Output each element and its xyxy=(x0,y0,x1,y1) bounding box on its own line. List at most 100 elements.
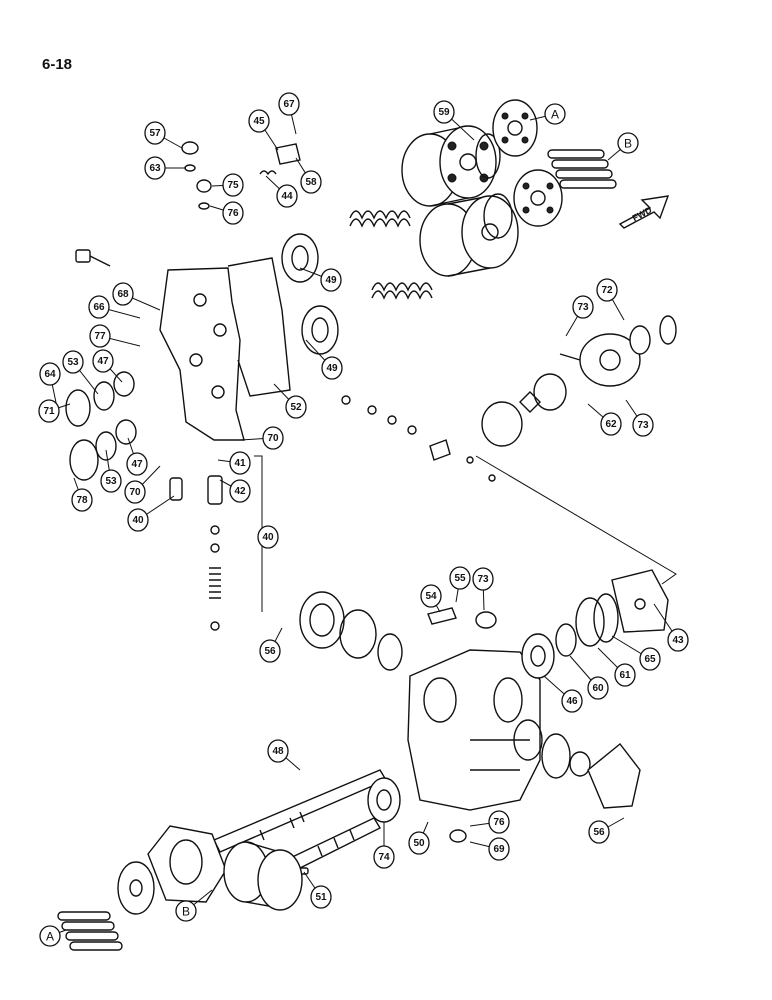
charge-pump-seal xyxy=(629,315,677,355)
charge-pump-housing xyxy=(559,333,641,387)
callout-40: 40 xyxy=(257,525,279,549)
callout-55: 55 xyxy=(449,566,471,603)
callout-70: 70 xyxy=(239,426,284,450)
lower-port-plate xyxy=(513,169,563,227)
callout-circle xyxy=(71,488,93,512)
callout-56: 56 xyxy=(588,817,625,844)
callout-circle xyxy=(373,845,395,869)
callout-58: 58 xyxy=(295,157,322,194)
gasket xyxy=(227,257,291,397)
callout-circle xyxy=(124,480,146,504)
callout-number: 76 xyxy=(227,208,239,219)
callout-number: 63 xyxy=(149,163,161,174)
callout-number: 78 xyxy=(76,495,88,506)
callout-47: 47 xyxy=(126,437,148,476)
thrust-washer xyxy=(117,861,155,915)
callout-number: 56 xyxy=(593,827,605,838)
check-valve xyxy=(169,477,183,501)
upper-shaft xyxy=(213,769,388,853)
center-plate xyxy=(159,267,245,441)
callout-circle xyxy=(112,282,134,306)
charge-pump-gerotor xyxy=(519,373,567,413)
lower-cylinder-block-b xyxy=(223,841,303,911)
callout-circle xyxy=(285,395,307,419)
callout-49: 49 xyxy=(299,267,342,292)
callout-number: 70 xyxy=(129,487,141,498)
reference-circle xyxy=(39,925,61,947)
callout-54: 54 xyxy=(420,584,442,613)
callout-number: 53 xyxy=(105,476,117,487)
callout-circle xyxy=(632,413,654,437)
callout-circle xyxy=(472,567,494,591)
callout-number: 76 xyxy=(493,817,505,828)
callout-57: 57 xyxy=(144,121,183,149)
callout-circle xyxy=(222,201,244,225)
callout-circle xyxy=(89,324,111,348)
charge-pump-oring xyxy=(481,401,523,447)
callout-45: 45 xyxy=(248,109,279,151)
callout-circle xyxy=(88,295,110,319)
upper-piston-set-b xyxy=(547,149,617,189)
callout-number: 73 xyxy=(477,574,489,585)
callout-73: 73 xyxy=(472,567,494,611)
callout-circle xyxy=(229,451,251,475)
callout-63: 63 xyxy=(144,156,186,180)
callout-number: 75 xyxy=(227,180,239,191)
callout-44: 44 xyxy=(265,175,298,208)
callout-circle xyxy=(561,689,583,713)
reference-A: A xyxy=(529,103,566,125)
reference-circle xyxy=(544,103,566,125)
callout-circle xyxy=(127,508,149,532)
page-number: 6-18 xyxy=(42,56,73,73)
housing-left-oring xyxy=(339,609,377,659)
shaft-bearing xyxy=(367,777,401,823)
callout-circle xyxy=(39,362,61,386)
callout-circle xyxy=(488,810,510,834)
callout-circle xyxy=(259,639,281,663)
callout-73: 73 xyxy=(565,295,594,337)
forward-direction-arrow: FWD xyxy=(618,195,670,229)
reference-letter: B xyxy=(624,137,632,151)
lower-snap-ring xyxy=(483,193,513,239)
callout-number: 48 xyxy=(272,746,284,757)
callout-47: 47 xyxy=(92,349,123,383)
main-housing xyxy=(407,649,541,811)
callout-53: 53 xyxy=(62,350,99,395)
reference-B: B xyxy=(175,889,213,922)
callout-number: 58 xyxy=(305,177,317,188)
callout-circle xyxy=(614,663,636,687)
callout-number: 64 xyxy=(44,369,56,380)
callout-number: 72 xyxy=(601,285,613,296)
upper-spring-assembly xyxy=(349,210,411,228)
lower-bearing xyxy=(301,305,339,355)
housing-right-cover xyxy=(611,569,669,633)
callout-circle xyxy=(449,566,471,590)
callout-circle xyxy=(596,278,618,302)
callout-number: 47 xyxy=(131,459,143,470)
callout-number: 66 xyxy=(93,302,105,313)
callout-66: 66 xyxy=(88,295,141,319)
callout-circle xyxy=(222,173,244,197)
swashplate-housing xyxy=(147,825,227,903)
callout-number: 68 xyxy=(117,289,129,300)
callout-46: 46 xyxy=(543,675,583,713)
callout-73: 73 xyxy=(625,399,654,437)
callout-75: 75 xyxy=(211,173,244,197)
callout-circle xyxy=(588,820,610,844)
callout-69: 69 xyxy=(469,837,510,861)
relief-valve-stack xyxy=(207,475,223,631)
callout-68: 68 xyxy=(112,282,161,311)
callout-number: 45 xyxy=(253,116,265,127)
callout-43: 43 xyxy=(653,603,689,652)
callout-number: 41 xyxy=(234,458,246,469)
valve-parts-row xyxy=(341,395,496,482)
reference-B: B xyxy=(607,132,639,161)
housing-left-needle-bearing xyxy=(377,633,403,671)
callout-number: 40 xyxy=(132,515,144,526)
callout-number: 44 xyxy=(281,191,293,202)
callout-56: 56 xyxy=(259,627,283,663)
callout-number: 40 xyxy=(262,532,274,543)
lower-cylinder-block xyxy=(419,195,519,277)
callout-number: 46 xyxy=(566,696,578,707)
